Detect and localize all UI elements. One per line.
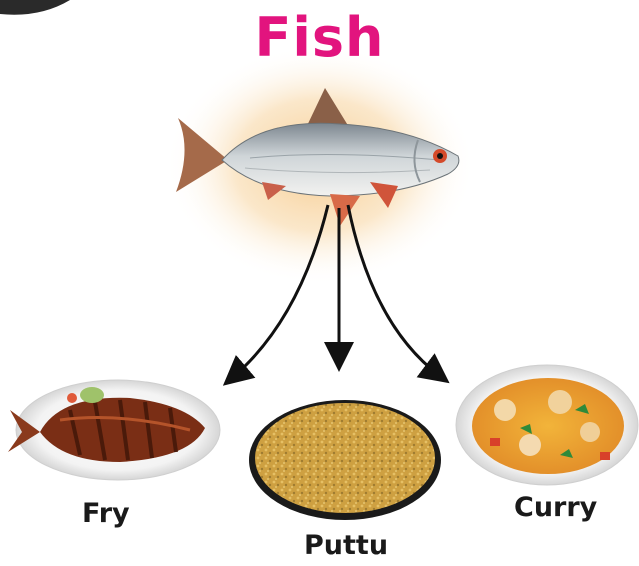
fish-curry-plate [456,365,638,485]
label-fry: Fry [82,498,130,529]
fish-fry-plate [8,380,220,480]
label-puttu: Puttu [304,530,388,561]
label-curry: Curry [514,492,597,523]
diagram-title: Fish [0,6,639,69]
fish-puttu-plate [249,400,441,520]
